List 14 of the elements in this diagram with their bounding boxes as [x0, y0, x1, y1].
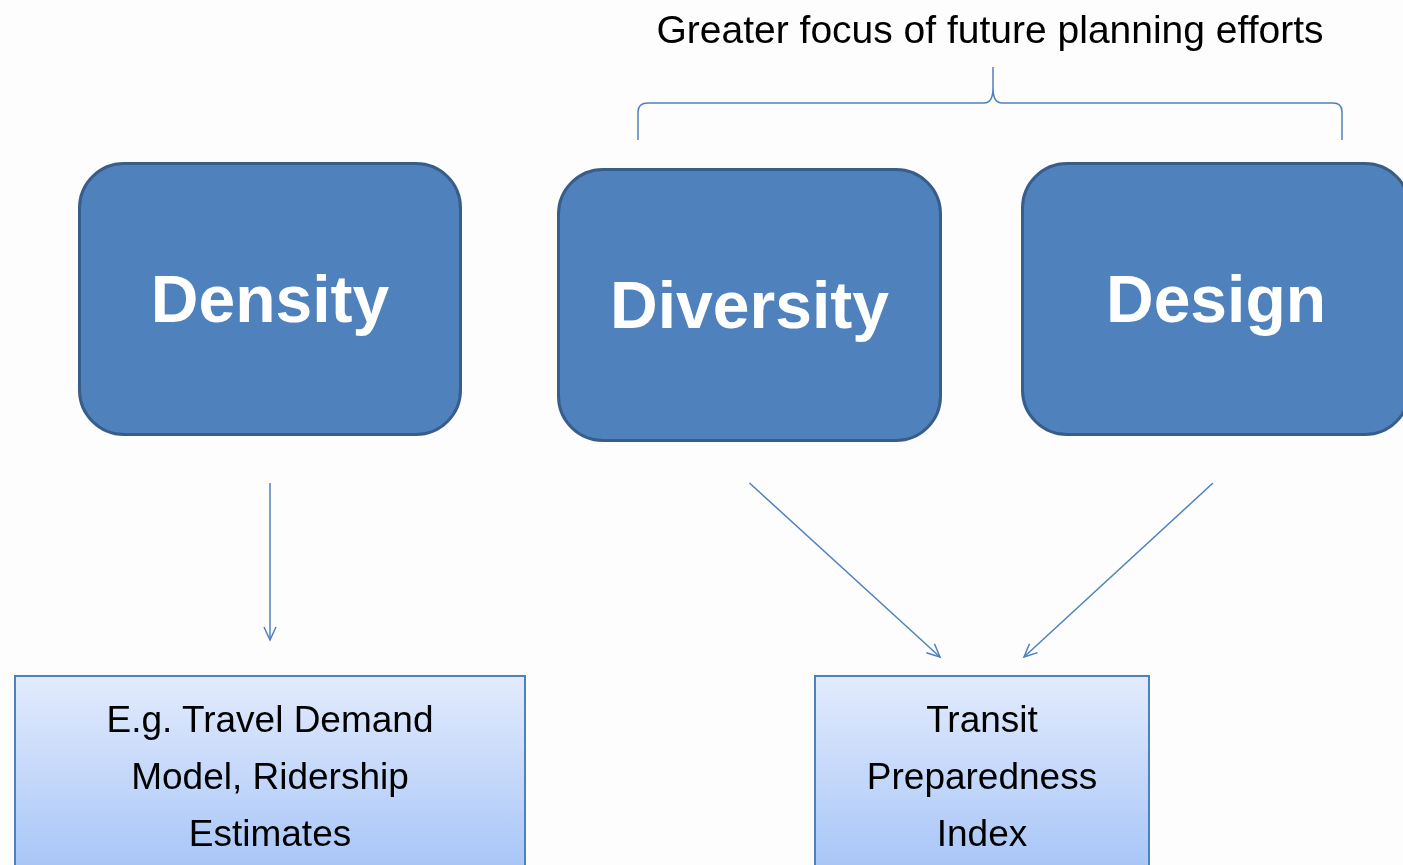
- box-title: Diversity: [610, 267, 889, 344]
- arrow: [1023, 482, 1214, 658]
- box-text: E.g. Travel Demand Model, Ridership Estimates: [105, 698, 435, 856]
- result-box: [814, 675, 1150, 865]
- bracket-label: Greater focus of future planning efforts: [655, 7, 1325, 53]
- rounded-box: [557, 168, 942, 442]
- box-text: Transit Preparedness Index: [865, 698, 1099, 856]
- arrow: [263, 482, 277, 641]
- result-box: [14, 675, 526, 865]
- box-title: Design: [1105, 261, 1326, 338]
- rounded-box: [78, 162, 462, 436]
- box-title: Density: [150, 261, 390, 338]
- rounded-box: [1021, 162, 1403, 436]
- arrow: [748, 482, 941, 658]
